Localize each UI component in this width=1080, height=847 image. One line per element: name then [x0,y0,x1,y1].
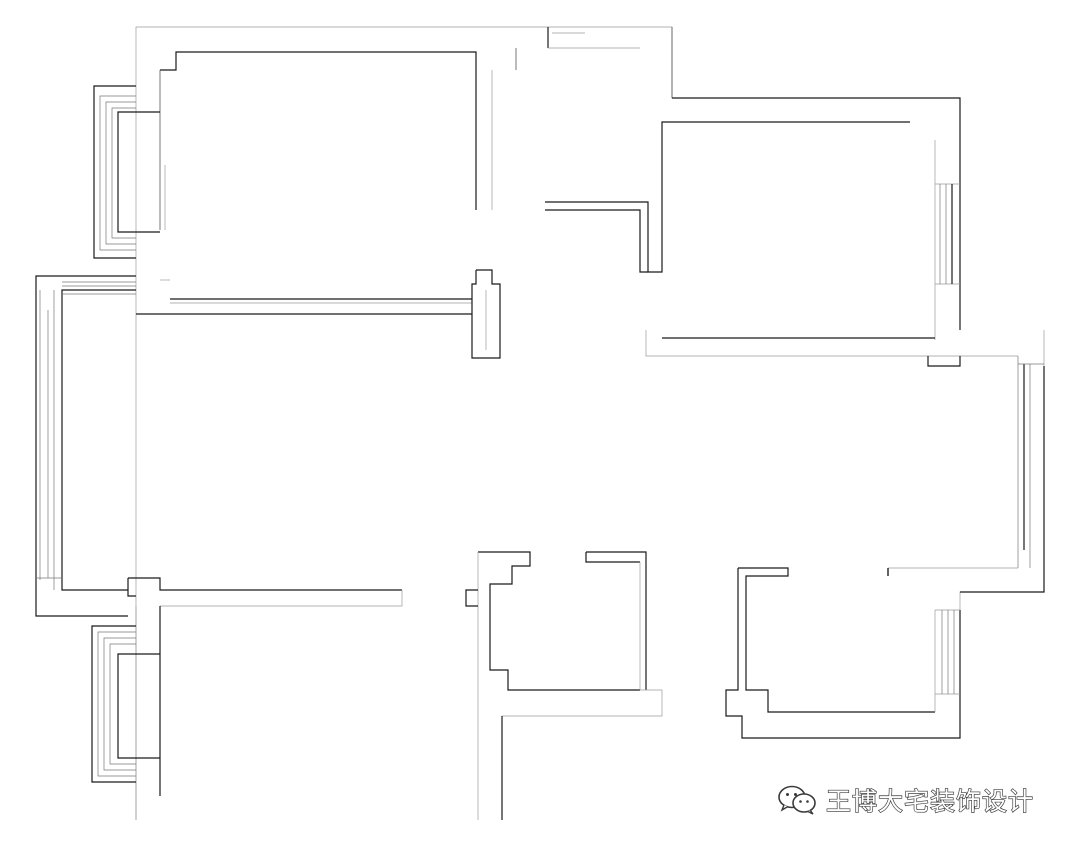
column-center [471,269,501,359]
watermark-text: 王博大宅装饰设计 [825,786,1035,816]
wechat-icon [778,785,816,815]
room-bottom-middle [465,551,663,820]
watermark: 王博大宅装饰设计 [776,782,1034,818]
room-top-left [136,51,493,315]
room-bottom-right [725,567,961,739]
exterior-wall-top [135,26,961,820]
living-room-left-wall [35,275,136,617]
bay-window-top-left [93,85,160,259]
room-top-right [645,183,1018,367]
living-room-right-wall [887,330,1045,610]
room-top-middle [515,48,936,340]
room-bottom-left [127,577,403,820]
bay-window-bottom-left [91,625,160,783]
